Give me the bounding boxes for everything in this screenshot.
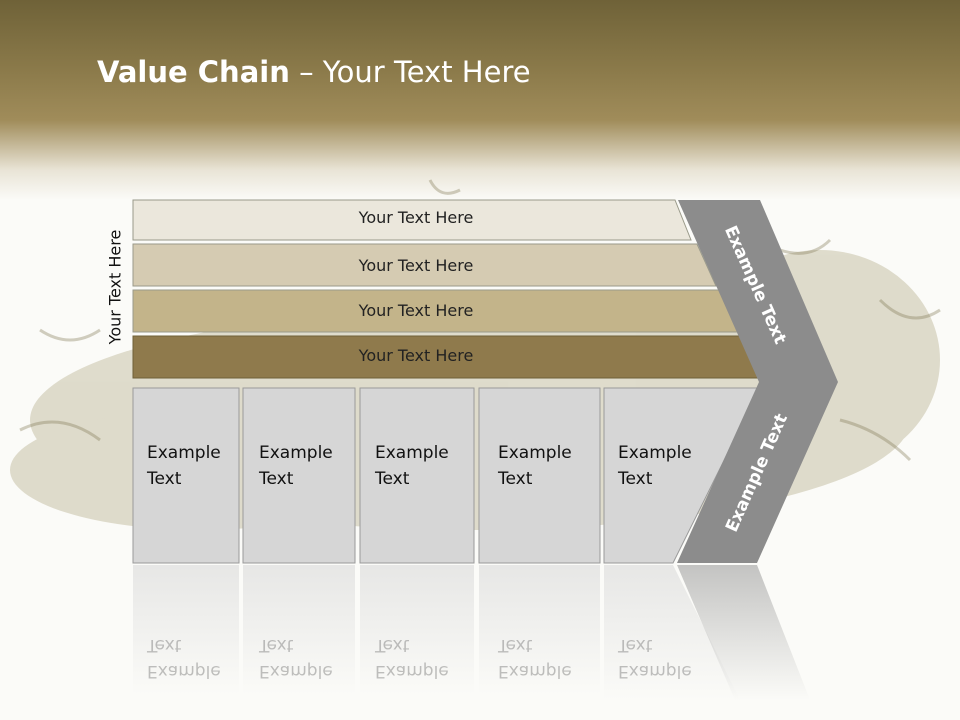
bar-2-label: Your Text Here (358, 256, 474, 275)
chevron-arrow (677, 200, 838, 563)
bar-4-label: Your Text Here (358, 346, 474, 365)
bar-3-label: Your Text Here (358, 301, 474, 320)
bar-1 (132, 199, 692, 241)
box-4 (478, 387, 601, 564)
reflection (133, 565, 810, 700)
bar-1-label: Your Text Here (358, 208, 474, 227)
box-5 (603, 387, 761, 564)
box-2 (242, 387, 356, 564)
title-bold: Value Chain (97, 55, 290, 89)
title-rest: – Your Text Here (289, 55, 531, 89)
box-1 (132, 387, 240, 564)
slide-title: Value Chain – Your Text Here (97, 55, 531, 89)
header-band (0, 0, 960, 200)
bar-2 (132, 243, 717, 287)
box-3 (359, 387, 475, 564)
